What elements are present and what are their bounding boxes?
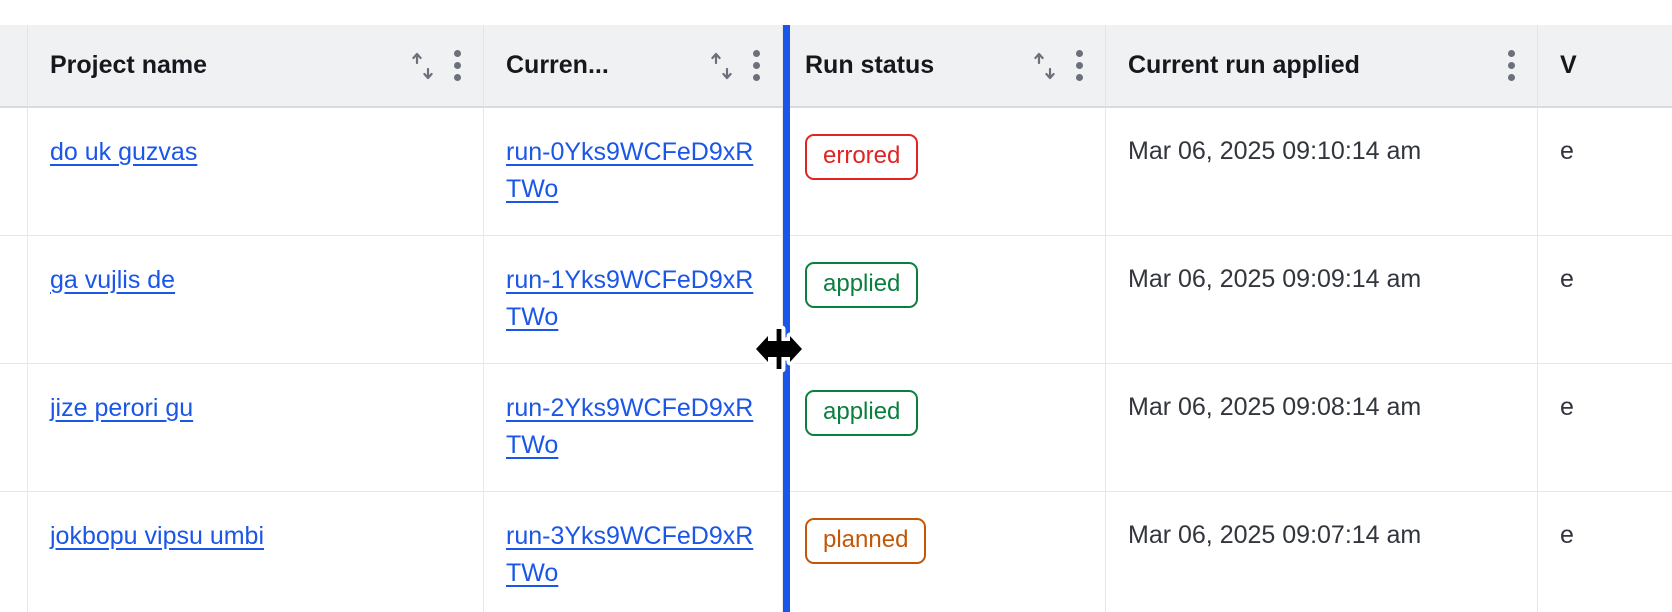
cell-run-status: applied: [783, 236, 1106, 364]
project-name-link[interactable]: jokbopu vipsu umbi: [50, 522, 265, 550]
cell-project-name: jokbopu vipsu umbi: [28, 492, 484, 612]
column-header-next-column[interactable]: V: [1538, 25, 1672, 108]
next-column-value: e: [1560, 265, 1574, 293]
next-column-value: e: [1560, 137, 1574, 165]
project-name-link[interactable]: do uk guzvas: [50, 138, 198, 166]
column-header-label-project-name: Project name: [50, 51, 208, 79]
cell-current-run-applied: Mar 06, 2025 09:09:14 am: [1106, 236, 1538, 364]
current-run-link[interactable]: run-3Yks9WCFeD9xRTWo: [506, 522, 754, 587]
cell-run-status: errored: [783, 108, 1106, 236]
cell-next-column: e: [1538, 364, 1672, 492]
column-header-label-current-run-applied: Current run applied: [1128, 51, 1360, 79]
cell-next-column: e: [1538, 108, 1672, 236]
column-header-label-current-run: Curren...: [506, 51, 609, 79]
kebab-menu-icon[interactable]: [1508, 50, 1515, 81]
cell-current-run-applied: Mar 06, 2025 09:07:14 am: [1106, 492, 1538, 612]
cell-run-status: applied: [783, 364, 1106, 492]
sort-icon[interactable]: [1032, 51, 1058, 81]
table-row[interactable]: jokbopu vipsu umbi run-3Yks9WCFeD9xRTWo …: [0, 492, 1672, 612]
project-name-link[interactable]: jize perori gu: [50, 394, 194, 422]
cell-current-run: run-1Yks9WCFeD9xRTWo: [484, 236, 783, 364]
status-badge: errored: [805, 134, 919, 180]
project-name-link[interactable]: ga vujlis de: [50, 266, 176, 294]
current-run-link[interactable]: run-0Yks9WCFeD9xRTWo: [506, 138, 754, 203]
applied-timestamp: Mar 06, 2025 09:10:14 am: [1128, 137, 1422, 165]
column-header-current-run[interactable]: Curren...: [484, 25, 783, 108]
sort-icon[interactable]: [709, 51, 735, 81]
cell-current-run-applied: Mar 06, 2025 09:10:14 am: [1106, 108, 1538, 236]
applied-timestamp: Mar 06, 2025 09:07:14 am: [1128, 521, 1422, 549]
cell-run-status: planned: [783, 492, 1106, 612]
kebab-menu-icon[interactable]: [1076, 50, 1083, 81]
row-gutter-cell: [0, 108, 28, 236]
cell-next-column: e: [1538, 236, 1672, 364]
status-badge: planned: [805, 518, 927, 564]
table-body: do uk guzvas run-0Yks9WCFeD9xRTWo errore…: [0, 108, 1672, 612]
column-header-run-status[interactable]: Run status: [783, 25, 1106, 108]
current-run-link[interactable]: run-1Yks9WCFeD9xRTWo: [506, 266, 754, 331]
next-column-value: e: [1560, 521, 1574, 549]
cell-current-run: run-2Yks9WCFeD9xRTWo: [484, 364, 783, 492]
column-header-project-name[interactable]: Project name: [28, 25, 484, 108]
applied-timestamp: Mar 06, 2025 09:08:14 am: [1128, 393, 1422, 421]
table-scroll-viewport[interactable]: Project name: [0, 25, 1672, 612]
sort-icon[interactable]: [410, 51, 436, 81]
applied-timestamp: Mar 06, 2025 09:09:14 am: [1128, 265, 1422, 293]
cell-project-name: ga vujlis de: [28, 236, 484, 364]
row-gutter-cell: [0, 492, 28, 612]
table-header-row: Project name: [0, 25, 1672, 108]
column-header-current-run-applied[interactable]: Current run applied: [1106, 25, 1538, 108]
current-run-link[interactable]: run-2Yks9WCFeD9xRTWo: [506, 394, 754, 459]
table-row[interactable]: jize perori gu run-2Yks9WCFeD9xRTWo appl…: [0, 364, 1672, 492]
cell-current-run: run-0Yks9WCFeD9xRTWo: [484, 108, 783, 236]
row-gutter-cell: [0, 236, 28, 364]
projects-table: Project name: [0, 25, 1672, 612]
column-header-label-next-column: V: [1560, 51, 1577, 79]
row-gutter-cell: [0, 364, 28, 492]
cell-project-name: jize perori gu: [28, 364, 484, 492]
table-header: Project name: [0, 25, 1672, 108]
table-row[interactable]: ga vujlis de run-1Yks9WCFeD9xRTWo applie…: [0, 236, 1672, 364]
column-header-gutter: [0, 25, 28, 108]
table-row[interactable]: do uk guzvas run-0Yks9WCFeD9xRTWo errore…: [0, 108, 1672, 236]
column-resize-indicator[interactable]: [783, 25, 790, 612]
cell-project-name: do uk guzvas: [28, 108, 484, 236]
next-column-value: e: [1560, 393, 1574, 421]
status-badge: applied: [805, 262, 919, 308]
kebab-menu-icon[interactable]: [454, 50, 461, 81]
kebab-menu-icon[interactable]: [753, 50, 760, 81]
column-header-label-run-status: Run status: [805, 51, 935, 79]
cell-current-run-applied: Mar 06, 2025 09:08:14 am: [1106, 364, 1538, 492]
status-badge: applied: [805, 390, 919, 436]
cell-next-column: e: [1538, 492, 1672, 612]
cell-current-run: run-3Yks9WCFeD9xRTWo: [484, 492, 783, 612]
